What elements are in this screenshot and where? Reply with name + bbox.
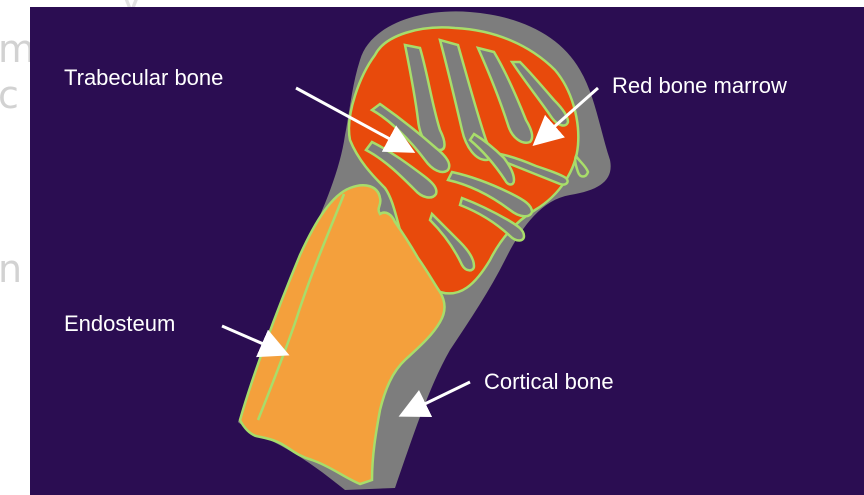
label-trabecular-bone: Trabecular bone (64, 67, 223, 89)
label-red-bone-marrow: Red bone marrow (612, 75, 787, 97)
label-endosteum: Endosteum (64, 313, 175, 335)
label-cortical-bone: Cortical bone (484, 371, 614, 393)
